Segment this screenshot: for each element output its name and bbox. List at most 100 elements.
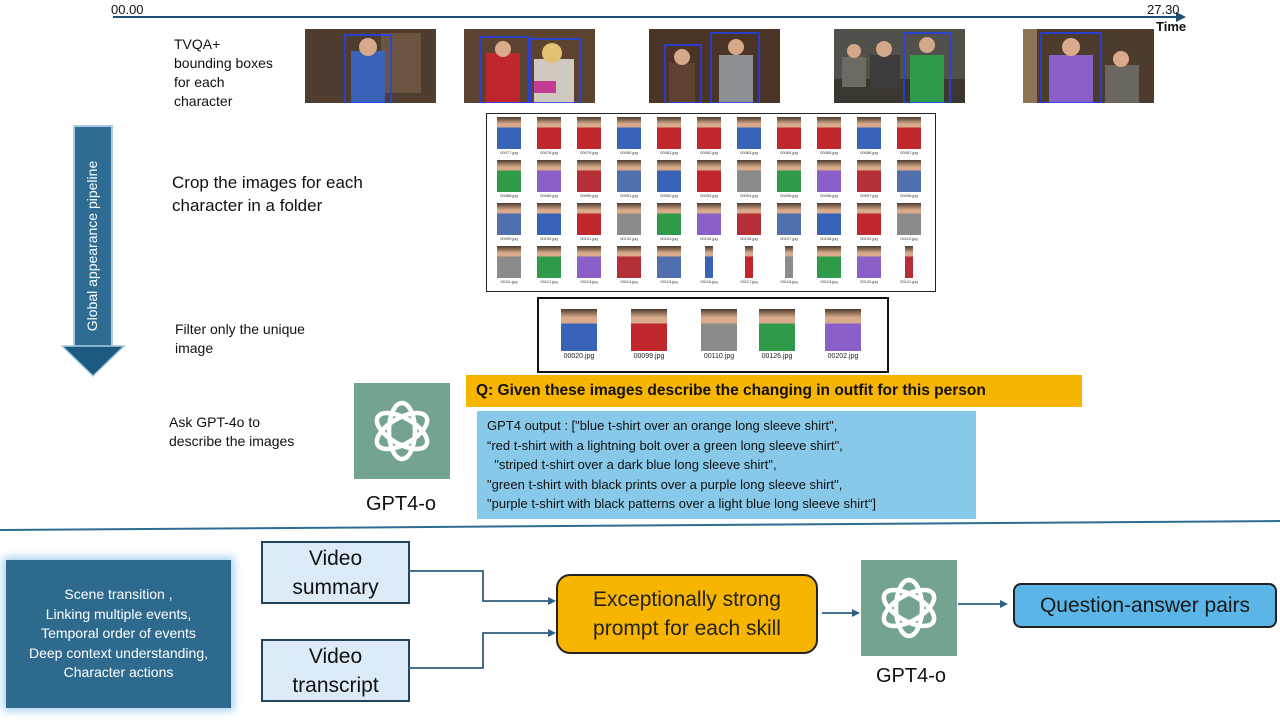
cropped-image bbox=[857, 160, 881, 192]
cropped-image bbox=[497, 117, 521, 149]
cropped-image bbox=[857, 203, 881, 235]
cropped-image bbox=[657, 160, 681, 192]
cropped-image bbox=[737, 160, 761, 192]
skill-item: Linking multiple events, bbox=[45, 605, 192, 622]
cropped-image-filename: 00077.jpg bbox=[500, 150, 518, 155]
cropped-image bbox=[537, 246, 561, 278]
cropped-image-filename: 00088.jpg bbox=[500, 193, 518, 198]
cropped-image bbox=[657, 117, 681, 149]
gpt-output-line: "purple t-shirt with black patterns over… bbox=[487, 496, 877, 511]
gpt-output-line: GPT4 output : ["blue t-shirt over an ora… bbox=[487, 418, 838, 433]
question-box: Q: Given these images describe the chang… bbox=[466, 375, 1082, 407]
cropped-image bbox=[817, 203, 841, 235]
cropped-image-filename: 00078.jpg bbox=[540, 150, 558, 155]
prompt-text: Exceptionally strong prompt for each ski… bbox=[593, 588, 781, 640]
unique-image bbox=[631, 309, 667, 351]
cropped-image-filename: 00091.jpg bbox=[620, 193, 638, 198]
cropped-image-filename: 00098.jpg bbox=[900, 193, 918, 198]
timeline-arrowhead bbox=[1176, 12, 1186, 22]
cropped-image-thumb: 00086.jpg bbox=[851, 117, 887, 157]
cropped-image-filename: 00109.jpg bbox=[860, 236, 878, 241]
cropped-image-filename: 00103.jpg bbox=[660, 236, 678, 241]
unique-image-thumb: 00126.jpg bbox=[751, 309, 803, 365]
timeline-end: 27.30 bbox=[1147, 2, 1180, 17]
cropped-image-filename: 00096.jpg bbox=[820, 193, 838, 198]
cropped-image-thumb: 00088.jpg bbox=[491, 160, 527, 200]
cropped-image bbox=[857, 117, 881, 149]
cropped-image-thumb: 00078.jpg bbox=[531, 117, 567, 157]
cropped-image-filename: 00089.jpg bbox=[540, 193, 558, 198]
cropped-image-thumb: 00092.jpg bbox=[651, 160, 687, 200]
cropped-image-thumb: 00080.jpg bbox=[611, 117, 647, 157]
cropped-image-thumb: 00083.jpg bbox=[731, 117, 767, 157]
cropped-image-filename: 00083.jpg bbox=[740, 150, 758, 155]
unique-image-thumb: 00110.jpg bbox=[693, 309, 745, 365]
step-ask-label: Ask GPT-4o to describe the images bbox=[169, 414, 295, 449]
cropped-image bbox=[657, 203, 681, 235]
cropped-image-filename: 00085.jpg bbox=[820, 150, 838, 155]
gpt-output-line: “red t-shirt with a lightning bolt over … bbox=[487, 437, 843, 453]
unique-image-thumb: 00020.jpg bbox=[553, 309, 605, 365]
video-summary-box: Video summary bbox=[261, 541, 410, 604]
cropped-image-filename: 00107.jpg bbox=[780, 236, 798, 241]
cropped-image bbox=[745, 246, 753, 278]
cropped-image-filename: 00092.jpg bbox=[660, 193, 678, 198]
cropped-image-thumb: 00099.jpg bbox=[491, 203, 527, 243]
cropped-image-thumb: 00096.jpg bbox=[811, 160, 847, 200]
cropped-image-filename: 00117.jpg bbox=[740, 279, 758, 284]
cropped-image-filename: 00081.jpg bbox=[660, 150, 678, 155]
cropped-image bbox=[617, 117, 641, 149]
gpt-output-box: GPT4 output : ["blue t-shirt over an ora… bbox=[477, 411, 976, 519]
cropped-image-thumb: 00117.jpg bbox=[731, 246, 767, 286]
cropped-image-filename: 00099.jpg bbox=[500, 236, 518, 241]
unique-image bbox=[825, 309, 861, 351]
skill-item: Deep context understanding, bbox=[28, 644, 208, 661]
cropped-image-thumb: 00098.jpg bbox=[891, 160, 927, 200]
cropped-image bbox=[697, 160, 721, 192]
cropped-image-thumb: 00081.jpg bbox=[651, 117, 687, 157]
cropped-image-thumb: 00101.jpg bbox=[571, 203, 607, 243]
cropped-image-thumb: 00119.jpg bbox=[811, 246, 847, 286]
pipeline-arrow bbox=[60, 125, 126, 378]
cropped-image-thumb: 00089.jpg bbox=[531, 160, 567, 200]
cropped-image-filename: 00112.jpg bbox=[540, 279, 558, 284]
cropped-image-filename: 00100.jpg bbox=[540, 236, 558, 241]
cropped-image-filename: 00121.jpg bbox=[900, 279, 918, 284]
cropped-image bbox=[697, 117, 721, 149]
video-frame bbox=[834, 29, 965, 103]
cropped-image bbox=[857, 246, 881, 278]
cropped-image-thumb: 00112.jpg bbox=[531, 246, 567, 286]
skill-item: Scene transition , bbox=[64, 586, 173, 603]
cropped-image bbox=[817, 246, 841, 278]
cropped-image bbox=[577, 117, 601, 149]
unique-image-filename: 00202.jpg bbox=[827, 353, 859, 360]
cropped-image-thumb: 00100.jpg bbox=[531, 203, 567, 243]
cropped-image-thumb: 00114.jpg bbox=[611, 246, 647, 286]
cropped-image-thumb: 00082.jpg bbox=[691, 117, 727, 157]
cropped-image-filename: 00079.jpg bbox=[580, 150, 598, 155]
step-bounding-boxes-label: TVQA+ bounding boxes for each character bbox=[174, 36, 273, 109]
qa-output-text: Question-answer pairs bbox=[1039, 593, 1251, 617]
video-transcript-box: Video transcript bbox=[261, 639, 410, 702]
cropped-image-filename: 00118.jpg bbox=[780, 279, 798, 284]
cropped-image-filename: 00111.jpg bbox=[500, 279, 518, 284]
cropped-image-thumb: 00087.jpg bbox=[891, 117, 927, 157]
cropped-image bbox=[497, 246, 521, 278]
qa-output-box: Question-answer pairs bbox=[1013, 583, 1277, 628]
cropped-image-filename: 00080.jpg bbox=[620, 150, 638, 155]
cropped-image-thumb: 00107.jpg bbox=[771, 203, 807, 243]
cropped-image-filename: 00116.jpg bbox=[700, 279, 718, 284]
cropped-image bbox=[617, 246, 641, 278]
cropped-image-filename: 00115.jpg bbox=[660, 279, 678, 284]
cropped-image-filename: 00084.jpg bbox=[780, 150, 798, 155]
cropped-image-filename: 00090.jpg bbox=[580, 193, 598, 198]
skill-item: Character actions bbox=[63, 664, 174, 681]
cropped-image-thumb: 00109.jpg bbox=[851, 203, 887, 243]
cropped-image-filename: 00119.jpg bbox=[820, 279, 838, 284]
cropped-image bbox=[577, 160, 601, 192]
openai-logo-icon bbox=[354, 383, 450, 479]
cropped-image-thumb: 00085.jpg bbox=[811, 117, 847, 157]
cropped-image-thumb: 00095.jpg bbox=[771, 160, 807, 200]
cropped-image bbox=[617, 203, 641, 235]
